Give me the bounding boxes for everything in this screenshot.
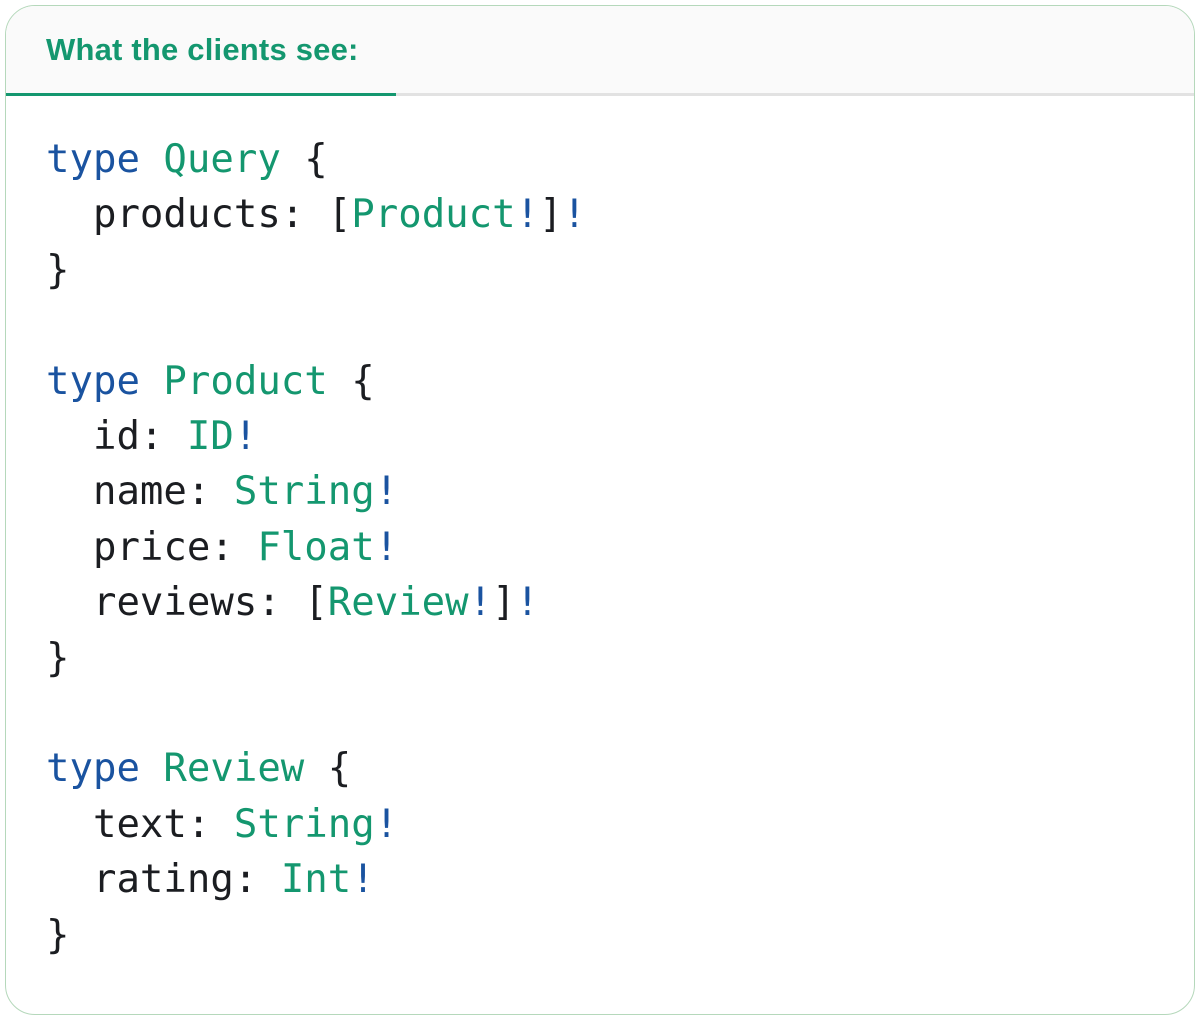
code-token: Int <box>280 857 352 903</box>
code-token: Query <box>163 137 281 182</box>
code-token: ID <box>186 414 234 460</box>
active-tab-underline <box>6 93 396 96</box>
code-line: text: String! <box>46 797 1154 852</box>
code-token: Float <box>257 524 375 570</box>
code-token: } <box>46 912 70 958</box>
code-token: type <box>46 746 164 792</box>
code-token: Review <box>163 746 305 792</box>
code-line: price: Float! <box>46 520 1154 575</box>
code-line: name: String! <box>46 464 1154 519</box>
code-line: rating: Int! <box>46 852 1154 907</box>
tab-label: What the clients see: <box>46 31 359 67</box>
code-token: } <box>46 635 70 681</box>
code-token: ! <box>515 580 540 626</box>
code-line <box>46 686 1154 741</box>
code-block: type Query { products: [Product!]!} type… <box>6 96 1194 1003</box>
code-token: ] <box>539 192 563 238</box>
code-token: reviews: [ <box>46 580 328 626</box>
code-token: Product <box>163 358 328 404</box>
code-token: ! <box>374 801 399 847</box>
code-token: ! <box>233 414 258 460</box>
code-token: Review <box>327 580 469 626</box>
code-line: reviews: [Review!]! <box>46 575 1154 630</box>
code-token: ! <box>468 580 493 626</box>
code-card-header: What the clients see: <box>6 6 1194 96</box>
code-token: ! <box>374 469 399 515</box>
code-token: } <box>46 247 70 293</box>
code-token: { <box>304 746 352 792</box>
code-line: type Product { <box>46 354 1154 409</box>
code-line: id: ID! <box>46 409 1154 464</box>
code-token: price: <box>46 524 258 570</box>
code-token: name: <box>46 469 234 515</box>
code-token: type <box>46 358 164 404</box>
code-line: type Query { <box>46 132 1154 187</box>
code-token: String <box>233 469 375 515</box>
code-token: rating: <box>46 857 281 903</box>
code-line: type Review { <box>46 741 1154 796</box>
code-token: ! <box>562 192 587 238</box>
code-token: { <box>280 137 328 182</box>
code-token: ! <box>374 524 399 570</box>
tab-what-clients-see[interactable]: What the clients see: <box>6 6 396 96</box>
code-token: products: [ <box>46 192 352 238</box>
code-token: text: <box>46 801 234 847</box>
code-token: type <box>46 137 164 182</box>
code-line: } <box>46 631 1154 686</box>
code-line <box>46 298 1154 353</box>
code-token: ] <box>492 580 516 626</box>
code-line: } <box>46 908 1154 963</box>
code-token: Product <box>351 192 516 238</box>
code-line: } <box>46 243 1154 298</box>
code-token: ! <box>515 192 540 238</box>
code-token: id: <box>46 414 187 460</box>
code-line: products: [Product!]! <box>46 187 1154 242</box>
code-token: ! <box>351 857 375 903</box>
code-token: { <box>327 358 375 404</box>
schema-code-card: What the clients see: type Query { produ… <box>5 5 1195 1015</box>
code-token: String <box>233 801 375 847</box>
